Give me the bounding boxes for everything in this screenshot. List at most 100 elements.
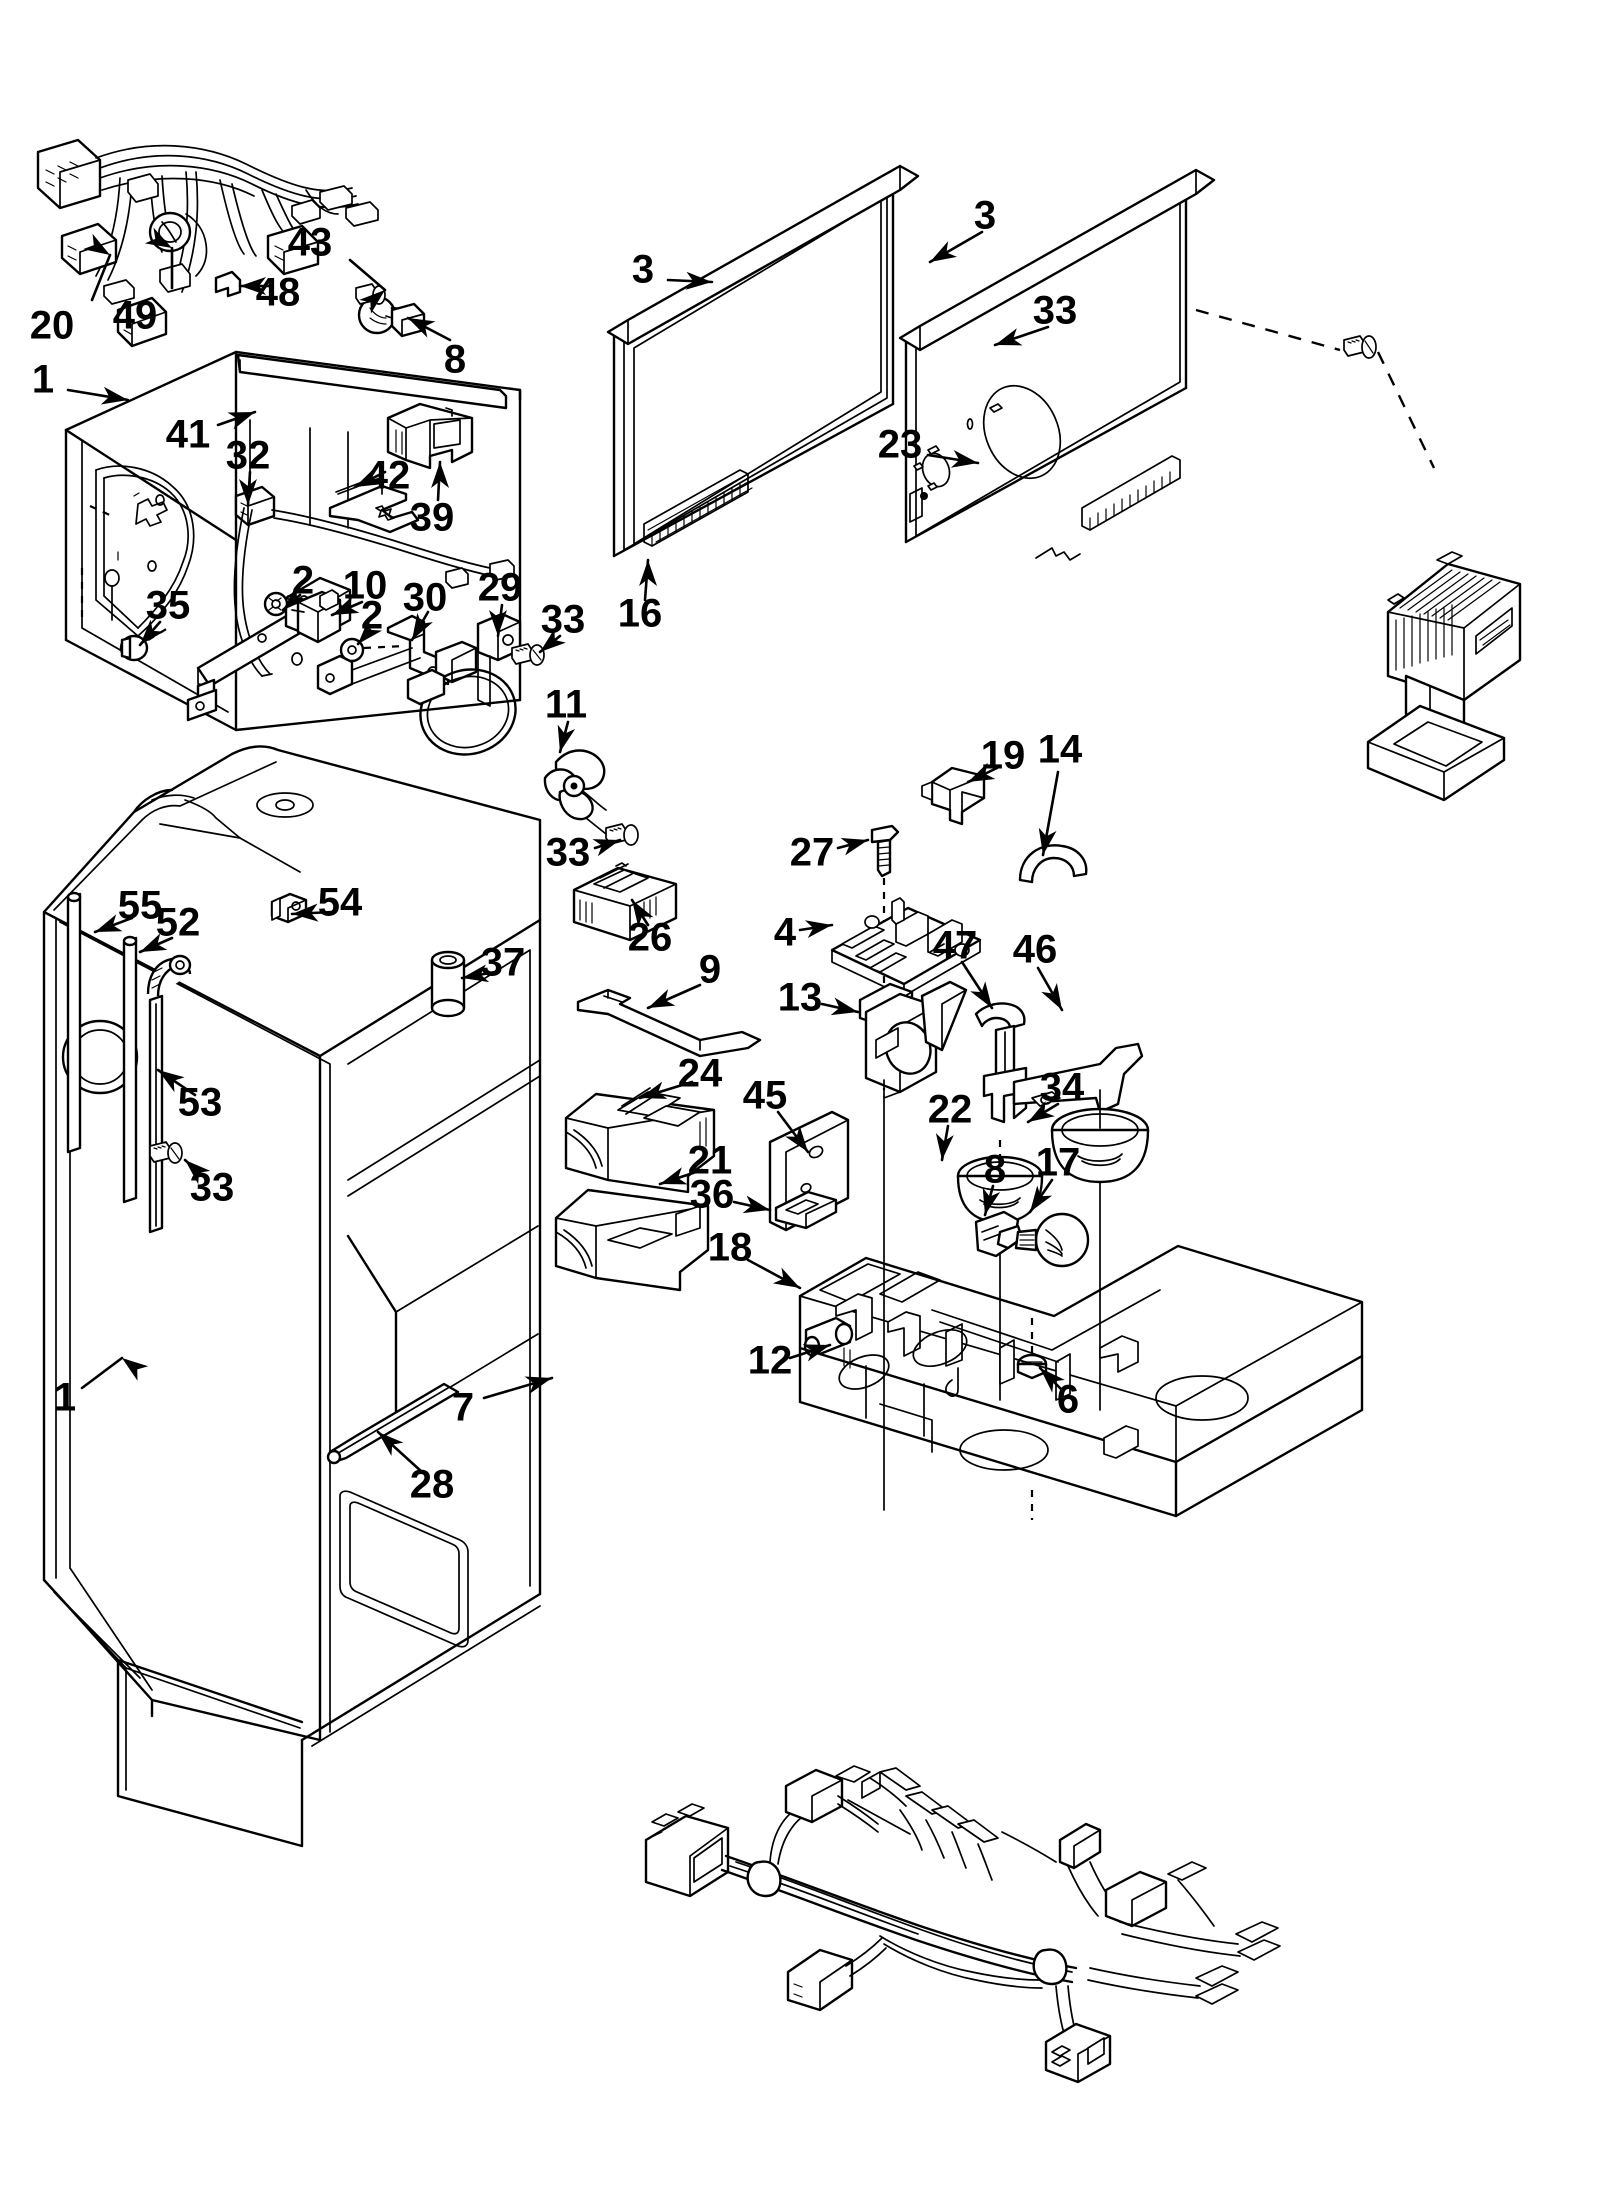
part-23-dispenser-housing — [1366, 551, 1522, 802]
callout-34: 34 — [1026, 1066, 1085, 1124]
callout-42: 42 — [353, 454, 411, 498]
part-48-wire-clip — [214, 270, 242, 298]
callout-1: 1 — [54, 1356, 149, 1420]
leader-arrowhead — [95, 914, 123, 932]
leader-arrowhead — [238, 478, 257, 505]
callout-number: 55 — [118, 884, 163, 928]
part-11-fan-blade — [543, 749, 607, 821]
callout-number: 33 — [190, 1166, 235, 1210]
part-3-trim-right — [898, 168, 1216, 352]
callout-number: 20 — [30, 304, 75, 348]
callout-1: 1 — [32, 358, 130, 405]
leader-arrowhead — [283, 585, 309, 610]
callout-number: 9 — [699, 948, 721, 992]
leader-arrowhead — [685, 271, 712, 290]
callout-number: 11 — [545, 683, 587, 727]
part-22-cup-small — [956, 1140, 1044, 1401]
leader-arrowhead — [802, 1344, 830, 1362]
leader-arrowhead — [378, 1432, 404, 1457]
leader-arrowhead — [950, 449, 978, 468]
callout-54: 54 — [290, 881, 363, 925]
callout-33: 33 — [546, 831, 622, 875]
part-9-bracket-strip — [576, 988, 762, 1058]
part-36-clip-plate — [774, 1190, 838, 1230]
part-21-ice-container-lower — [554, 1188, 710, 1292]
leader-arrowhead — [488, 609, 507, 636]
callout-number: 4 — [774, 911, 797, 955]
callout-number: 18 — [708, 1226, 753, 1270]
leader-arrowhead — [804, 920, 832, 939]
callout-number: 34 — [1040, 1066, 1085, 1110]
callout-13: 13 — [778, 976, 860, 1020]
part-41-wire-lead — [233, 485, 515, 677]
callout-7: 7 — [452, 1376, 554, 1430]
leader-arrowhead — [1028, 1100, 1055, 1122]
callout-48: 48 — [238, 271, 300, 315]
callout-16: 16 — [618, 558, 663, 636]
callout-21: 21 — [658, 1139, 732, 1186]
leader-arrowhead — [660, 1167, 688, 1185]
leader-arrowhead — [970, 981, 992, 1008]
part-17-light-bulb — [1014, 1212, 1090, 1268]
callout-23: 23 — [878, 423, 980, 468]
callout-6: 6 — [1038, 1366, 1079, 1422]
callout-number: 39 — [410, 496, 455, 540]
callout-number: 33 — [541, 598, 586, 642]
leader-arrowhead — [122, 1358, 149, 1381]
callout-39: 39 — [410, 460, 455, 540]
callout-number: 16 — [618, 592, 663, 636]
leader-arrowhead — [540, 628, 566, 652]
leader-line — [90, 253, 112, 302]
leader-arrowhead — [158, 1070, 185, 1093]
callout-22: 22 — [928, 1088, 972, 1162]
part-33-screw-a — [511, 643, 545, 666]
callout-number: 7 — [452, 1386, 474, 1430]
callout-number: 49 — [113, 294, 158, 338]
leader-arrowhead — [408, 318, 436, 338]
part-24-ice-container-upper — [564, 1087, 716, 1194]
leader-arrowhead — [1030, 1185, 1053, 1212]
callout-29: 29 — [478, 566, 522, 638]
part-55-rod-rear — [66, 891, 82, 1154]
leader-arrowhead — [830, 997, 858, 1016]
part-27-screw-hex — [870, 824, 900, 1511]
callout-49: 49 — [113, 227, 174, 338]
callout-2: 2 — [281, 559, 314, 612]
part-4-control-board — [830, 897, 982, 997]
leader-arrowhead — [968, 762, 996, 782]
callout-number: 42 — [366, 454, 411, 498]
part-2-grommet-lower — [339, 637, 405, 663]
callout-number: 2 — [361, 594, 383, 638]
callout-number: 12 — [748, 1339, 793, 1383]
leader-arrowhead — [140, 933, 168, 952]
callout-number: 13 — [778, 976, 823, 1020]
callout-36: 36 — [690, 1173, 772, 1217]
part-46-linkage-arm — [1012, 1042, 1144, 1114]
leader-arrowhead — [935, 1133, 954, 1160]
callout-number: 43 — [288, 221, 333, 265]
callout-43: 43 — [288, 221, 387, 314]
leader-arrowhead — [100, 386, 128, 405]
callout-number: 47 — [933, 924, 978, 968]
callout-37: 37 — [460, 941, 526, 985]
leader-arrowhead — [462, 964, 490, 983]
callout-4: 4 — [774, 911, 834, 955]
callout-number: 10 — [343, 564, 388, 608]
part-8-lamp-socket-lower — [974, 1210, 1024, 1258]
leader-arrowhead — [431, 462, 450, 489]
part-13-motor-bracket — [858, 980, 968, 1099]
leader-arrowhead — [524, 1376, 552, 1394]
callout-number: 52 — [156, 901, 201, 945]
callout-number: 45 — [743, 1074, 788, 1118]
callout-24: 24 — [638, 1052, 723, 1100]
part-1-cabinet-liner-lower — [42, 745, 542, 1848]
callout-number: 37 — [481, 941, 526, 985]
leader-arrowhead — [840, 837, 868, 856]
callout-9: 9 — [646, 948, 721, 1010]
leader-arrowhead — [785, 1125, 808, 1152]
leader-arrowhead — [185, 1160, 211, 1185]
leader-arrowhead — [930, 241, 958, 262]
part-26-defrost-timer — [572, 862, 678, 942]
